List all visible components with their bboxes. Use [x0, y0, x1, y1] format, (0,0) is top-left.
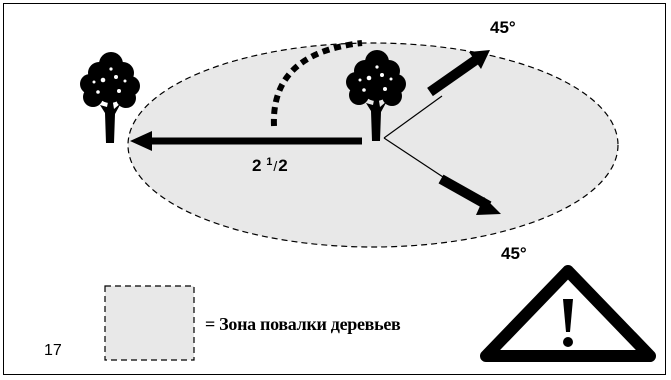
arrow-upper-shaft	[427, 52, 483, 97]
warning-triangle-icon	[480, 265, 656, 362]
felling-zone-ellipse	[127, 42, 619, 248]
guide-line-lower	[383, 137, 444, 178]
arrow-upper-head	[469, 50, 490, 69]
page-frame	[3, 3, 666, 375]
legend-label: = Зона повалки деревьев	[205, 314, 401, 335]
fall-arc-dotted	[270, 40, 363, 127]
felling-distance-label: 2 1/2	[252, 156, 288, 176]
distance-whole: 2	[252, 156, 262, 175]
distance-slash: /	[273, 158, 278, 174]
distance-numerator: 1	[266, 156, 273, 168]
angle-label-lower: 45°	[501, 244, 527, 263]
guide-line-upper	[383, 95, 443, 139]
page-number: 17	[44, 342, 62, 359]
arrow-lower-head	[476, 197, 501, 215]
distance-denominator: 2	[278, 156, 288, 175]
distance-arrow-head	[130, 131, 152, 151]
legend-equals: =	[205, 314, 215, 334]
arrow-lower-shaft	[438, 174, 492, 211]
legend-zone-swatch	[104, 285, 195, 361]
angle-label-upper: 45°	[490, 18, 516, 37]
legend-description: Зона повалки деревьев	[219, 314, 401, 334]
